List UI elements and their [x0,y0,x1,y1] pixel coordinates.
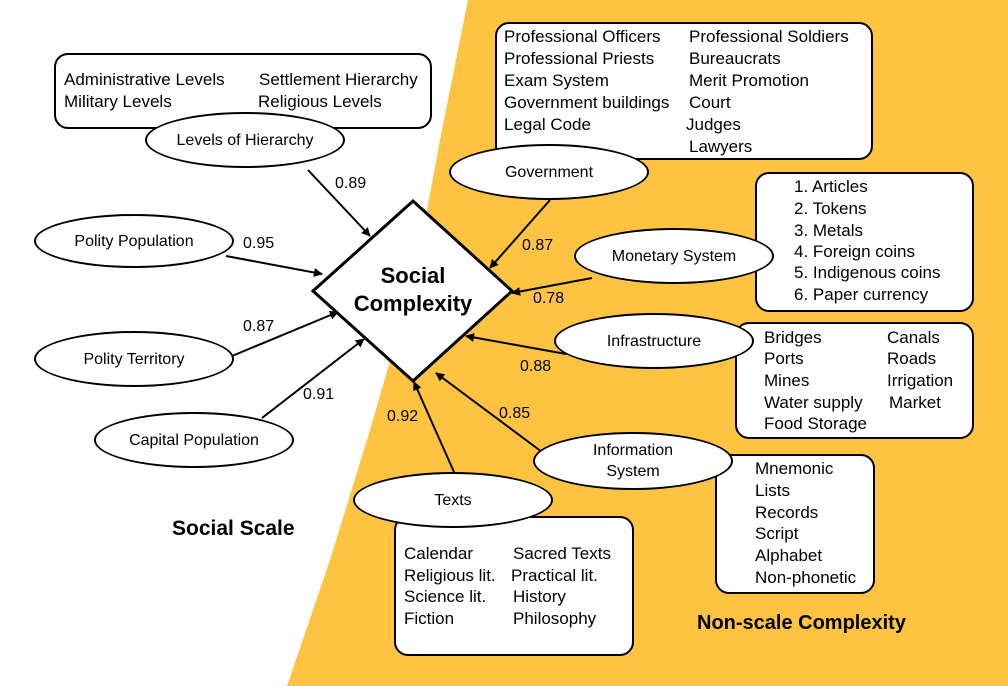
weight-texts: 0.92 [387,408,419,425]
node-label-line2: System [606,463,660,480]
infrastructure-item: Food Storage [764,414,868,433]
node-label: Monetary System [611,247,737,265]
government-items-box [495,22,873,160]
node-label: Polity Population [74,232,194,250]
hierarchy-item: Administrative Levels [64,70,225,89]
node-monetary-system: Monetary System [574,228,774,284]
weight-polity-population: 0.95 [243,235,275,252]
texts-item: Science lit. [404,587,487,606]
government-item: Professional Officers [504,27,661,46]
node-capital-population: Capital Population [94,412,294,468]
government-item: Exam System [504,71,609,90]
government-item: Bureaucrats [689,49,781,68]
node-government: Government [449,144,649,200]
arrow-polity-population [225,255,323,277]
infrastructure-item: Roads [887,349,937,368]
node-label: Government [504,163,594,181]
social-scale-label: Social Scale [172,517,295,540]
center-title: Social Complexity [353,262,473,318]
government-item: Professional Soldiers [689,27,849,46]
texts-item: Fiction [404,609,455,628]
arrow-capital-population [261,338,365,419]
government-item: Judges [686,115,741,134]
texts-item: Sacred Texts [513,544,611,563]
node-label-line1: Information [592,442,674,459]
social-complexity-diamond [310,198,515,384]
information-items-box [715,454,875,594]
information-item: Mnemonic [755,459,834,478]
monetary-item: 3. Metals [794,221,863,240]
infrastructure-item: Canals [887,328,940,347]
texts-item: Calendar [404,544,473,563]
weight-capital-population: 0.91 [303,386,335,403]
monetary-item: 1. Articles [794,177,868,196]
texts-item: Practical lit. [511,566,598,585]
node-polity-population: Polity Population [34,214,234,268]
monetary-items-box [755,172,974,312]
hierarchy-item: Religious Levels [258,92,382,111]
node-levels-of-hierarchy: Levels of Hierarchy [145,112,345,168]
weight-monetary: 0.78 [533,290,565,307]
texts-item: History [513,587,566,606]
hierarchy-item: Settlement Hierarchy [259,70,418,89]
arrow-monetary [511,277,593,296]
infrastructure-items-box [735,322,974,439]
information-item: Alphabet [755,546,823,565]
node-label: Capital Population [129,431,259,449]
arrow-infrastructure [465,333,567,355]
center-title-line1: Social [380,263,446,288]
node-texts: Texts [353,472,553,528]
information-item: Records [755,503,819,522]
weight-information: 0.85 [499,405,531,422]
infrastructure-item: Bridges [764,328,822,347]
arrow-hierarchy [307,169,371,237]
node-label: Texts [434,491,472,509]
government-item: Merit Promotion [689,71,809,90]
monetary-item: 2. Tokens [794,199,867,218]
hierarchy-item: Military Levels [64,92,172,111]
infrastructure-item: Mines [764,371,810,390]
monetary-item: 6. Paper currency [794,285,929,304]
center-title-line2: Complexity [353,291,473,316]
government-item: Court [689,93,731,112]
infrastructure-item: Water supply [764,393,863,412]
information-item: Non-phonetic [755,568,857,587]
weight-infrastructure: 0.88 [520,358,552,375]
infrastructure-item: Irrigation [887,371,954,390]
texts-item: Religious lit. [404,566,496,585]
government-item: Legal Code [504,115,591,134]
node-polity-territory: Polity Territory [34,331,234,387]
arrow-information [435,372,551,459]
arrow-government [489,199,551,269]
nonscale-complexity-label: Non-scale Complexity [697,612,906,634]
information-item: Script [755,524,799,543]
government-item: Professional Priests [504,49,655,68]
weight-government: 0.87 [522,237,554,254]
monetary-item: 5. Indigenous coins [794,263,941,282]
infrastructure-item: Ports [764,349,804,368]
weight-polity-territory: 0.87 [243,318,275,335]
government-item: Government buildings [504,93,670,112]
node-label: Infrastructure [606,332,702,350]
texts-items-box [394,516,634,656]
monetary-item: 4. Foreign coins [794,242,915,261]
node-information-system: Information System [533,432,733,490]
arrow-texts [413,381,455,473]
weight-hierarchy: 0.89 [335,175,367,192]
infrastructure-item: Market [889,393,941,412]
information-item: Lists [755,481,790,500]
texts-item: Philosophy [513,609,597,628]
node-label: Polity Territory [83,350,185,368]
node-infrastructure: Infrastructure [554,313,754,369]
arrow-polity-territory [231,310,339,357]
government-item: Lawyers [689,137,753,156]
node-label: Levels of Hierarchy [176,131,314,149]
